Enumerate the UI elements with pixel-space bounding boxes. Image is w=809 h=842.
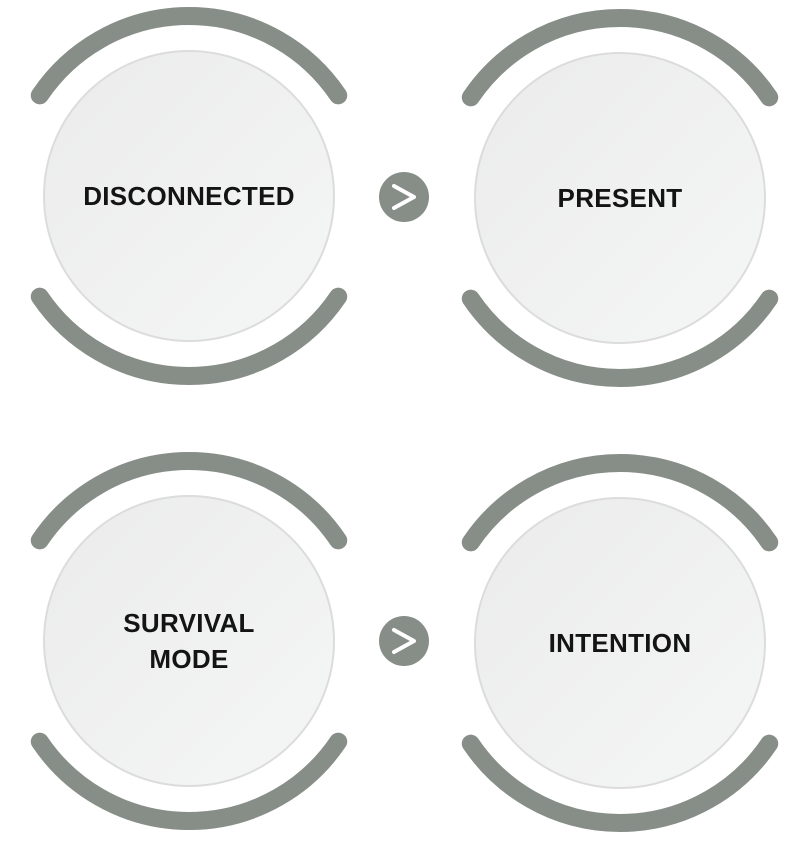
top-arc-disconnected [30,7,348,105]
chevron-right-icon [392,628,416,654]
bottom-arc-survival-mode [30,732,348,830]
top-arc-present [461,9,779,107]
stage-circle-disconnected [43,50,335,342]
top-arc-intention [461,454,779,552]
stage-label-intention: INTENTION [548,628,692,658]
chevron-right-icon [392,184,416,210]
arrow-circle-2 [379,616,429,666]
top-arc-survival-mode [30,452,348,550]
stage-circle-present [474,52,766,344]
bottom-arc-intention [461,734,779,832]
bottom-arc-disconnected [30,287,348,385]
bottom-arc-present [461,289,779,387]
arrow-circle-1 [379,172,429,222]
stage-label-present: PRESENT [557,183,683,213]
stage-circle-survival-mode [43,495,335,787]
stage-label-survival-mode: SURVIVAL MODE [123,608,255,674]
stage-label-disconnected: DISCONNECTED [83,181,295,211]
stage-circle-intention [474,497,766,789]
